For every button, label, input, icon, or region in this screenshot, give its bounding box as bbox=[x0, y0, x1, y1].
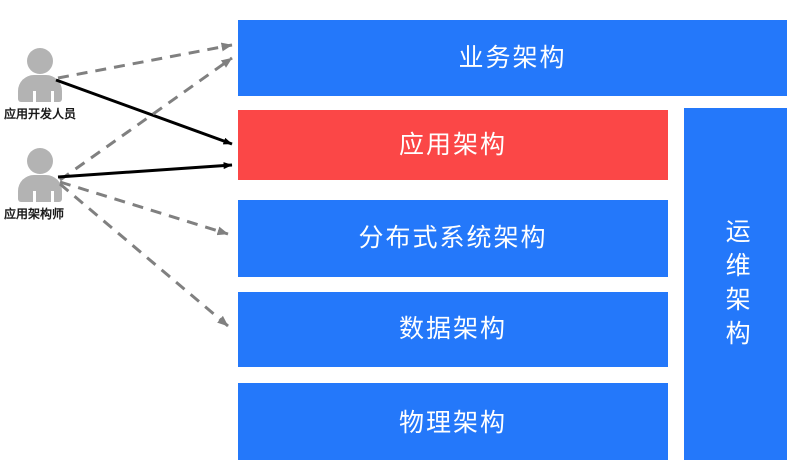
person-leg-right bbox=[51, 191, 54, 202]
layer-box-application[interactable]: 应用架构 bbox=[238, 110, 668, 180]
connector-architect-to-distributed-system bbox=[59, 180, 229, 236]
person-body bbox=[18, 175, 62, 202]
layer-box-physical[interactable]: 物理架构 bbox=[238, 383, 668, 460]
connector-developer-to-application bbox=[55, 78, 233, 146]
layer-label-distributed-system: 分布式系统架构 bbox=[358, 224, 548, 252]
person-icon bbox=[14, 148, 66, 202]
layer-label-business: 业务架构 bbox=[458, 43, 567, 72]
layer-label-physical: 物理架构 bbox=[398, 408, 507, 437]
layer-label-application: 应用架构 bbox=[398, 130, 507, 159]
actor-label-developer: 应用开发人员 bbox=[4, 107, 77, 121]
person-head bbox=[27, 148, 53, 174]
layer-label-data: 数据架构 bbox=[398, 315, 507, 343]
connector-developer-to-business bbox=[57, 42, 233, 80]
layer-box-distributed-system[interactable]: 分布式系统架构 bbox=[238, 200, 668, 277]
layer-label-operations: 运维架构 bbox=[722, 217, 751, 354]
person-leg-left bbox=[33, 91, 36, 102]
connector-architect-to-business bbox=[59, 56, 233, 182]
layer-box-business[interactable]: 业务架构 bbox=[238, 20, 787, 96]
layer-box-data[interactable]: 数据架构 bbox=[238, 292, 668, 367]
person-leg-left bbox=[33, 191, 36, 202]
person-icon bbox=[14, 48, 66, 102]
person-body bbox=[18, 75, 62, 102]
actor-label-architect: 应用架构师 bbox=[4, 207, 65, 221]
person-head bbox=[27, 48, 53, 74]
layer-box-operations[interactable]: 运维架构 s lk bbox=[684, 108, 787, 460]
connector-architect-to-data bbox=[59, 182, 229, 328]
person-leg-right bbox=[51, 91, 54, 102]
connector-architect-to-application bbox=[57, 162, 233, 179]
actor-architect[interactable]: 应用架构师 bbox=[4, 148, 76, 222]
actor-developer[interactable]: 应用开发人员 bbox=[4, 48, 76, 122]
